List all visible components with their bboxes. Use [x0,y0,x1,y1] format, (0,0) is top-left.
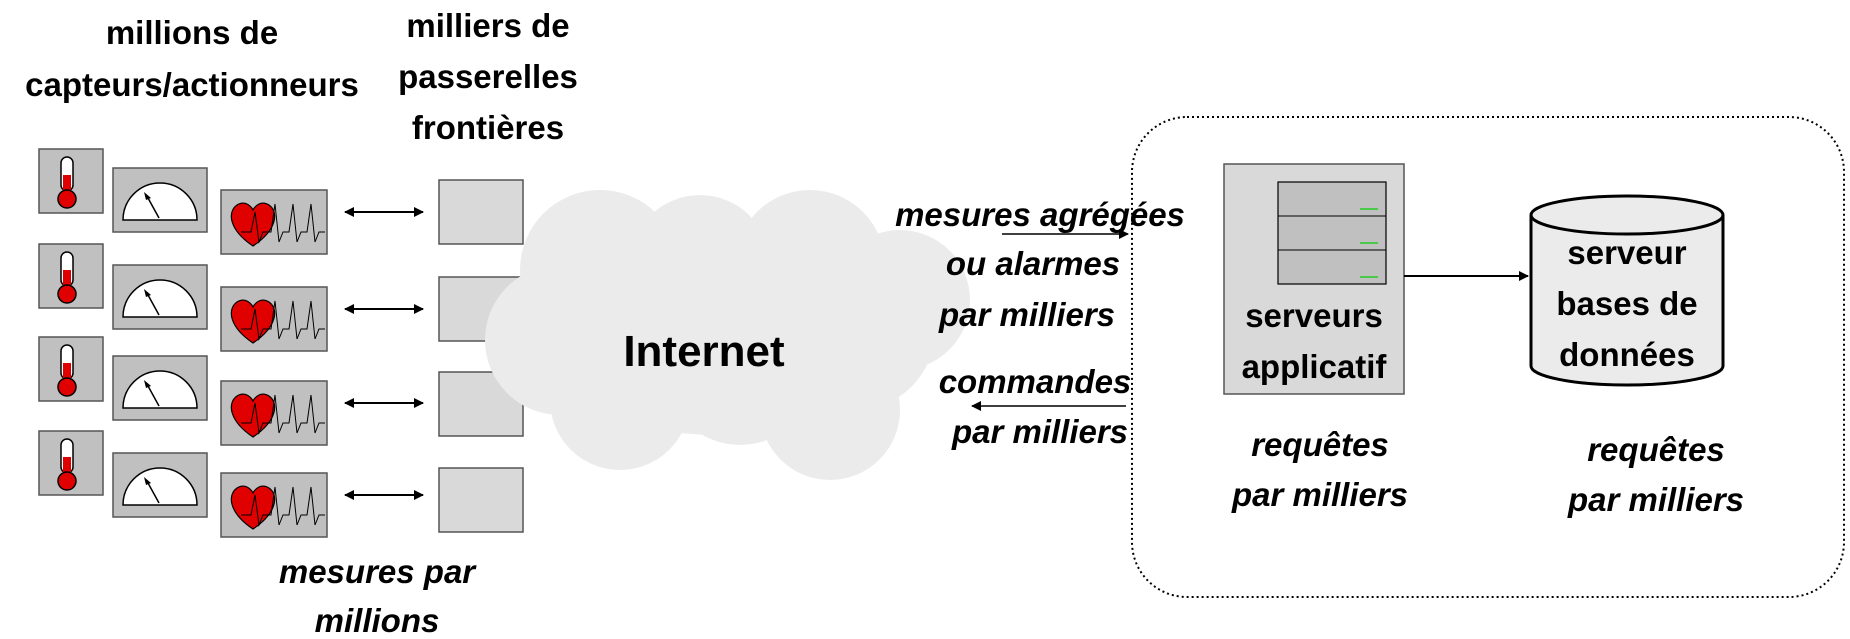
sensors-title-line2: capteurs/actionneurs [25,66,359,103]
uplink-label-line1: mesures agrégées [895,196,1185,233]
heart-monitor-icon [220,472,328,538]
app-server-label-line1: serveurs [1245,297,1383,334]
sensor-row-1 [38,148,524,255]
gateways-title-line2: passerelles [398,58,578,95]
sensor-row-4 [38,430,524,538]
gauge-icon [112,167,208,233]
db-label-line2: bases de [1556,285,1697,322]
gauge-icon [112,355,208,421]
downlink-label-line1: commandes [939,363,1132,400]
gauge-icon [112,452,208,518]
measures-label-line2: millions [315,602,440,639]
db-requests-line2: par milliers [1567,481,1744,518]
sensor-row-2 [38,243,524,352]
db-label-line1: serveur [1567,234,1686,271]
sensor-row-3 [38,336,524,446]
heart-monitor-icon [220,380,328,446]
heart-monitor-icon [220,286,328,352]
gateway-box [438,467,524,533]
heart-monitor-icon [220,189,328,255]
sensors-title-line1: millions de [106,14,278,51]
thermometer-icon [38,148,104,214]
db-requests-line1: requêtes [1587,431,1725,468]
gateways-title-line1: milliers de [406,7,569,44]
measures-label-line1: mesures par [279,553,477,590]
downlink-label-line2: par milliers [951,413,1128,450]
gauge-icon [112,264,208,330]
cloud-label: Internet [623,327,785,376]
thermometer-icon [38,243,104,309]
db-label-line3: données [1559,336,1695,373]
thermometer-icon [38,430,104,496]
thermometer-icon [38,336,104,402]
internet-cloud [485,190,970,480]
server-rack-icon [1277,181,1387,285]
uplink-label-line3: par milliers [938,296,1115,333]
app-requests-line1: requêtes [1251,426,1389,463]
datacenter-boundary [1131,116,1845,598]
gateways-title-line3: frontières [412,109,564,146]
database-cylinder-icon [1529,194,1725,387]
gateway-box [438,179,524,245]
app-requests-line2: par milliers [1231,476,1408,513]
app-server-label-line2: applicatif [1242,348,1388,385]
uplink-label-line2: ou alarmes [946,245,1120,282]
application-server [1223,163,1405,395]
